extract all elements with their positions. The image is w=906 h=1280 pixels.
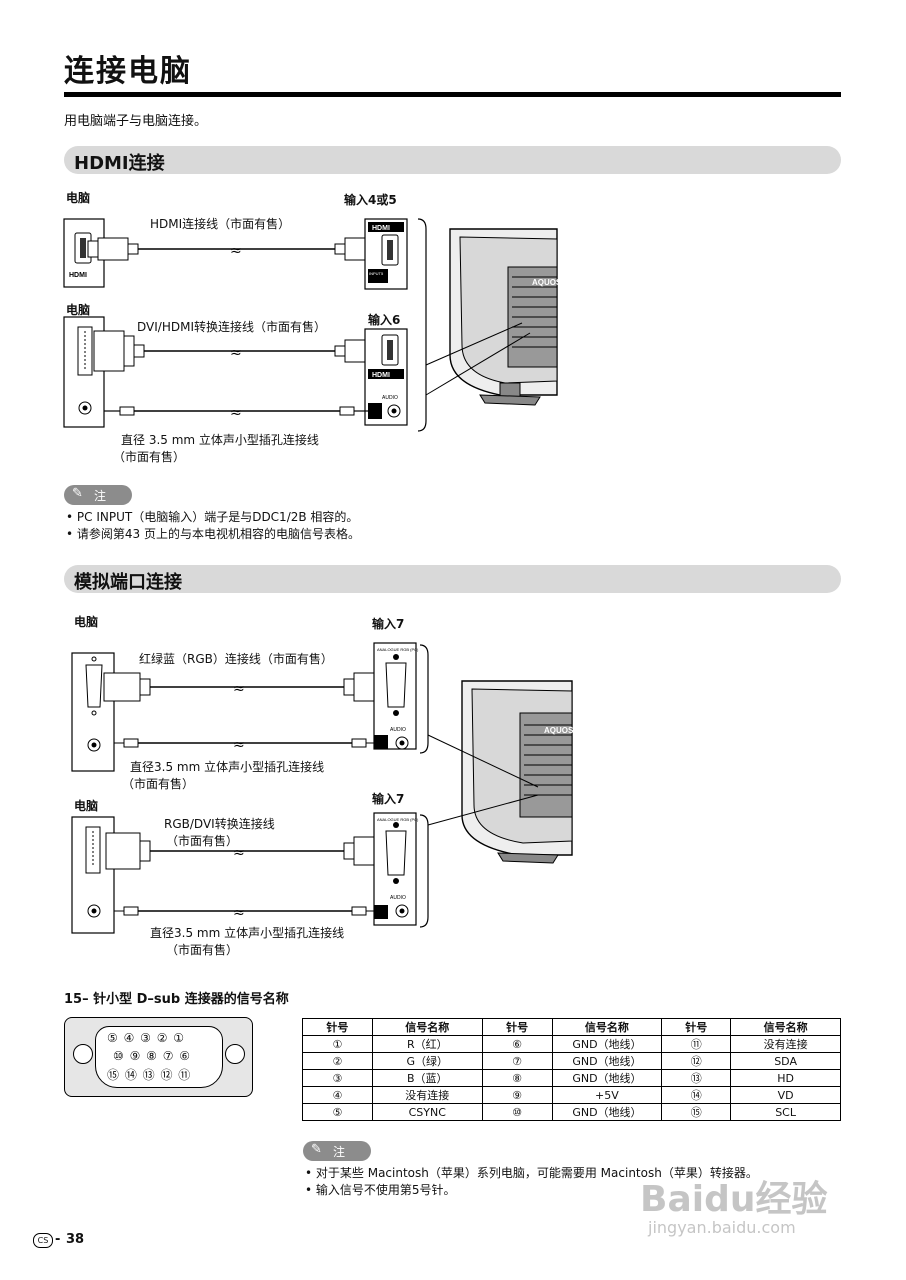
svg-text:AUDIO: AUDIO xyxy=(390,727,406,733)
page-number: 38 xyxy=(66,1232,85,1247)
analog-connection-diagram: ≈ ANALOGUE RGB (PC) AUDIO ≈ ≈ ANALOGUE R… xyxy=(71,642,573,934)
dsub-note-1: 对于某些 Macintosh（苹果）系列电脑，可能需要用 Macintosh（苹… xyxy=(305,1165,758,1182)
svg-text:HDMI: HDMI xyxy=(372,372,390,379)
header-pin: 针号 xyxy=(481,1018,553,1036)
hdmi-pc1-label: 电脑 xyxy=(66,191,91,205)
svg-text:AQUOS: AQUOS xyxy=(532,278,562,287)
header-signal: 信号名称 xyxy=(730,1018,841,1036)
hdmi-audio-cable-label: 直径 3.5 mm 立体声小型插孔连接线 xyxy=(121,433,319,447)
header-pin: 针号 xyxy=(661,1018,732,1036)
dsub-note-2: 输入信号不使用第5号针。 xyxy=(305,1182,758,1199)
analog-pc1-label: 电脑 xyxy=(74,615,99,629)
page-number-dash: - xyxy=(55,1232,61,1247)
section-analog-header: 模拟端口连接 xyxy=(64,565,841,593)
hdmi-plug-left xyxy=(97,237,129,261)
section-hdmi-title: HDMI连接 xyxy=(74,153,165,174)
svg-text:ANALOGUE RGB (PC): ANALOGUE RGB (PC) xyxy=(377,647,419,652)
svg-text:INPUT5: INPUT5 xyxy=(369,271,384,276)
analog-pc1-vga-port xyxy=(85,664,103,708)
analog-audio2-label: 直径3.5 mm 立体声小型插孔连接线 xyxy=(150,926,345,940)
analog-rgb-cable-label: 红绿蓝（RGB）连接线（市面有售） xyxy=(139,652,333,666)
analog-dvi-cable-note: （市面有售） xyxy=(166,834,239,848)
dvi-plug xyxy=(93,330,125,372)
dsub-pin-row-3: ⑮ ⑭ ⑬ ⑫ ⑪ xyxy=(107,1068,192,1082)
dsub-note-label: 注 xyxy=(333,1145,346,1159)
section-analog-title: 模拟端口连接 xyxy=(74,572,182,593)
analog-pc2-label: 电脑 xyxy=(74,799,99,813)
pencil-icon: ✎ xyxy=(72,486,83,501)
hdmi-pc2-label: 电脑 xyxy=(66,303,91,317)
header-signal: 信号名称 xyxy=(551,1018,663,1036)
svg-text:HDMI: HDMI xyxy=(372,225,390,232)
svg-text:≈: ≈ xyxy=(233,737,245,753)
svg-text:AUDIO: AUDIO xyxy=(382,395,398,401)
analog-input7a-label: 输入7 xyxy=(372,617,405,631)
analog-input7b-label: 输入7 xyxy=(372,792,405,806)
svg-text:AQUOS: AQUOS xyxy=(544,726,573,735)
hdmi-note-1: PC INPUT（电脑输入）端子是与DDC1/2B 相容的。 xyxy=(66,509,360,526)
pc1-hdmi-logo: HDMI xyxy=(69,272,87,279)
hdmi-input45-label: 输入4或5 xyxy=(344,193,397,207)
dsub-pin-row-1: ⑤ ④ ③ ② ① xyxy=(107,1031,186,1045)
svg-text:≈: ≈ xyxy=(230,243,242,259)
svg-text:≈: ≈ xyxy=(233,905,245,921)
dsub-pin-row-2: ⑩ ⑨ ⑧ ⑦ ⑥ xyxy=(113,1049,192,1063)
analog-audio2-note: （市面有售） xyxy=(166,943,239,957)
svg-text:≈: ≈ xyxy=(230,345,242,361)
svg-text:ANALOGUE RGB (PC): ANALOGUE RGB (PC) xyxy=(377,817,419,822)
hdmi-notes-list: PC INPUT（电脑输入）端子是与DDC1/2B 相容的。 请参阅第43 页上… xyxy=(66,509,360,543)
hdmi-note-label: 注 xyxy=(94,489,107,503)
analog-audio1-note: （市面有售） xyxy=(122,777,195,791)
language-badge: CS xyxy=(33,1233,53,1248)
dsub-heading: 15– 针小型 D–sub 连接器的信号名称 xyxy=(64,992,289,1007)
hdmi-cable2-label: DVI/HDMI转换连接线（市面有售） xyxy=(137,320,326,334)
header-signal: 信号名称 xyxy=(371,1018,483,1036)
hdmi-audio-cable-note: （市面有售） xyxy=(113,450,186,464)
hdmi-connection-diagram: HDMI ≈ HDMI INPUT5 ≈ HDMI AUDIO ≈ xyxy=(63,218,562,432)
svg-text:≈: ≈ xyxy=(233,845,245,861)
tv-rear-illustration-1: AQUOS xyxy=(425,228,562,406)
hdmi-note-badge: ✎ 注 xyxy=(64,485,132,505)
hdmi-note-2: 请参阅第43 页上的与本电视机相容的电脑信号表格。 xyxy=(66,526,360,543)
dsub-connector-diagram: ⑤ ④ ③ ② ① ⑩ ⑨ ⑧ ⑦ ⑥ ⑮ ⑭ ⑬ ⑫ ⑪ xyxy=(64,1017,253,1097)
header-pin: 针号 xyxy=(302,1018,373,1036)
svg-text:AUDIO: AUDIO xyxy=(390,895,406,901)
page-title: 连接电脑 xyxy=(64,54,192,89)
hdmi-cable1-label: HDMI连接线（市面有售） xyxy=(150,217,291,231)
analog-dvi-cable-label: RGB/DVI转换连接线 xyxy=(164,817,275,831)
svg-text:≈: ≈ xyxy=(230,405,242,421)
pencil-icon: ✎ xyxy=(311,1142,322,1157)
dsub-screw-right xyxy=(225,1044,245,1064)
section-hdmi-header: HDMI连接 xyxy=(64,146,841,174)
dsub-screw-left xyxy=(73,1044,93,1064)
tv-rear-illustration-2: AQUOS xyxy=(427,680,573,864)
intro-text: 用电脑端子与电脑连接。 xyxy=(64,114,208,129)
table-header-row: 针号 信号名称 针号 信号名称 针号 信号名称 xyxy=(302,1018,841,1036)
watermark-url: jingyan.baidu.com xyxy=(648,1218,796,1237)
analog-audio1-label: 直径3.5 mm 立体声小型插孔连接线 xyxy=(130,760,325,774)
dsub-notes-list: 对于某些 Macintosh（苹果）系列电脑，可能需要用 Macintosh（苹… xyxy=(305,1165,758,1199)
title-rule xyxy=(64,92,841,97)
svg-text:≈: ≈ xyxy=(233,681,245,697)
dsub-shell xyxy=(95,1026,223,1088)
dsub-note-badge: ✎ 注 xyxy=(303,1141,371,1161)
hdmi-input6-label: 输入6 xyxy=(368,313,401,327)
watermark-brand: Baidu经验 xyxy=(640,1179,828,1220)
